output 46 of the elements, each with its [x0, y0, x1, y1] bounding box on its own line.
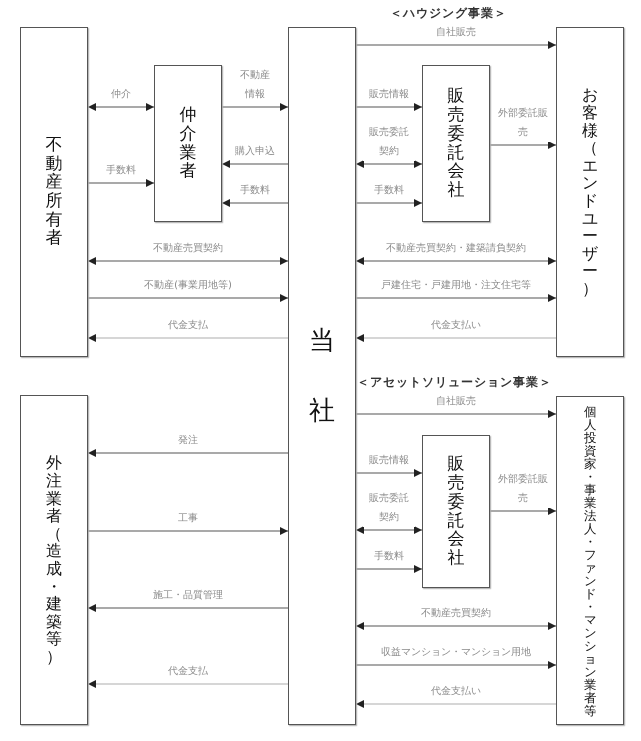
- arrow: [356, 334, 556, 342]
- entity-label: 販売委託会社: [448, 87, 464, 200]
- arrow: [88, 257, 288, 265]
- arrow: [356, 661, 556, 669]
- arrow: [88, 294, 288, 302]
- arrow: [356, 469, 422, 477]
- entity-label: 外注業者（造成・建築等）: [46, 454, 62, 666]
- entity-label: 個人投資家・事業法人・ファンド・マンション業者等: [584, 404, 596, 716]
- arrow: [356, 41, 556, 49]
- entity-box: [422, 65, 490, 222]
- entity-label: お客様（エンドユーザー）: [582, 86, 598, 298]
- arrow: [88, 604, 288, 612]
- arrow: [490, 141, 556, 149]
- entity-box: [154, 65, 222, 222]
- arrow: [490, 507, 556, 515]
- arrow: [222, 103, 288, 111]
- entity-box: [20, 27, 88, 357]
- entity-box: [422, 435, 490, 588]
- entity-box: [556, 396, 624, 725]
- arrow: [88, 527, 288, 535]
- arrow: [356, 103, 422, 111]
- arrow: [356, 622, 556, 630]
- section-heading: ＜アセットソリューション事業＞: [357, 374, 552, 391]
- arrow: [88, 449, 288, 457]
- arrow: [222, 199, 288, 207]
- entity-label: 仲介業者: [180, 106, 196, 181]
- arrow: [356, 565, 422, 573]
- arrow: [356, 526, 422, 534]
- arrow: [88, 334, 288, 342]
- arrow: [88, 179, 154, 187]
- arrow: [356, 410, 556, 418]
- arrow: [356, 257, 556, 265]
- arrow: [356, 160, 422, 168]
- arrow: [356, 700, 556, 708]
- entity-label: 販売委託会社: [448, 455, 464, 568]
- section-heading: ＜ハウジング事業＞: [390, 5, 507, 22]
- arrow: [222, 160, 288, 168]
- entity-box: [556, 27, 624, 357]
- entity-box: [20, 395, 88, 725]
- entity-box: [288, 27, 356, 725]
- entity-label: 不動産所有者: [46, 136, 62, 248]
- arrow: [356, 294, 556, 302]
- arrow: [88, 103, 154, 111]
- arrow: [356, 199, 422, 207]
- entity-label: 当社: [309, 324, 335, 428]
- arrow: [88, 680, 288, 688]
